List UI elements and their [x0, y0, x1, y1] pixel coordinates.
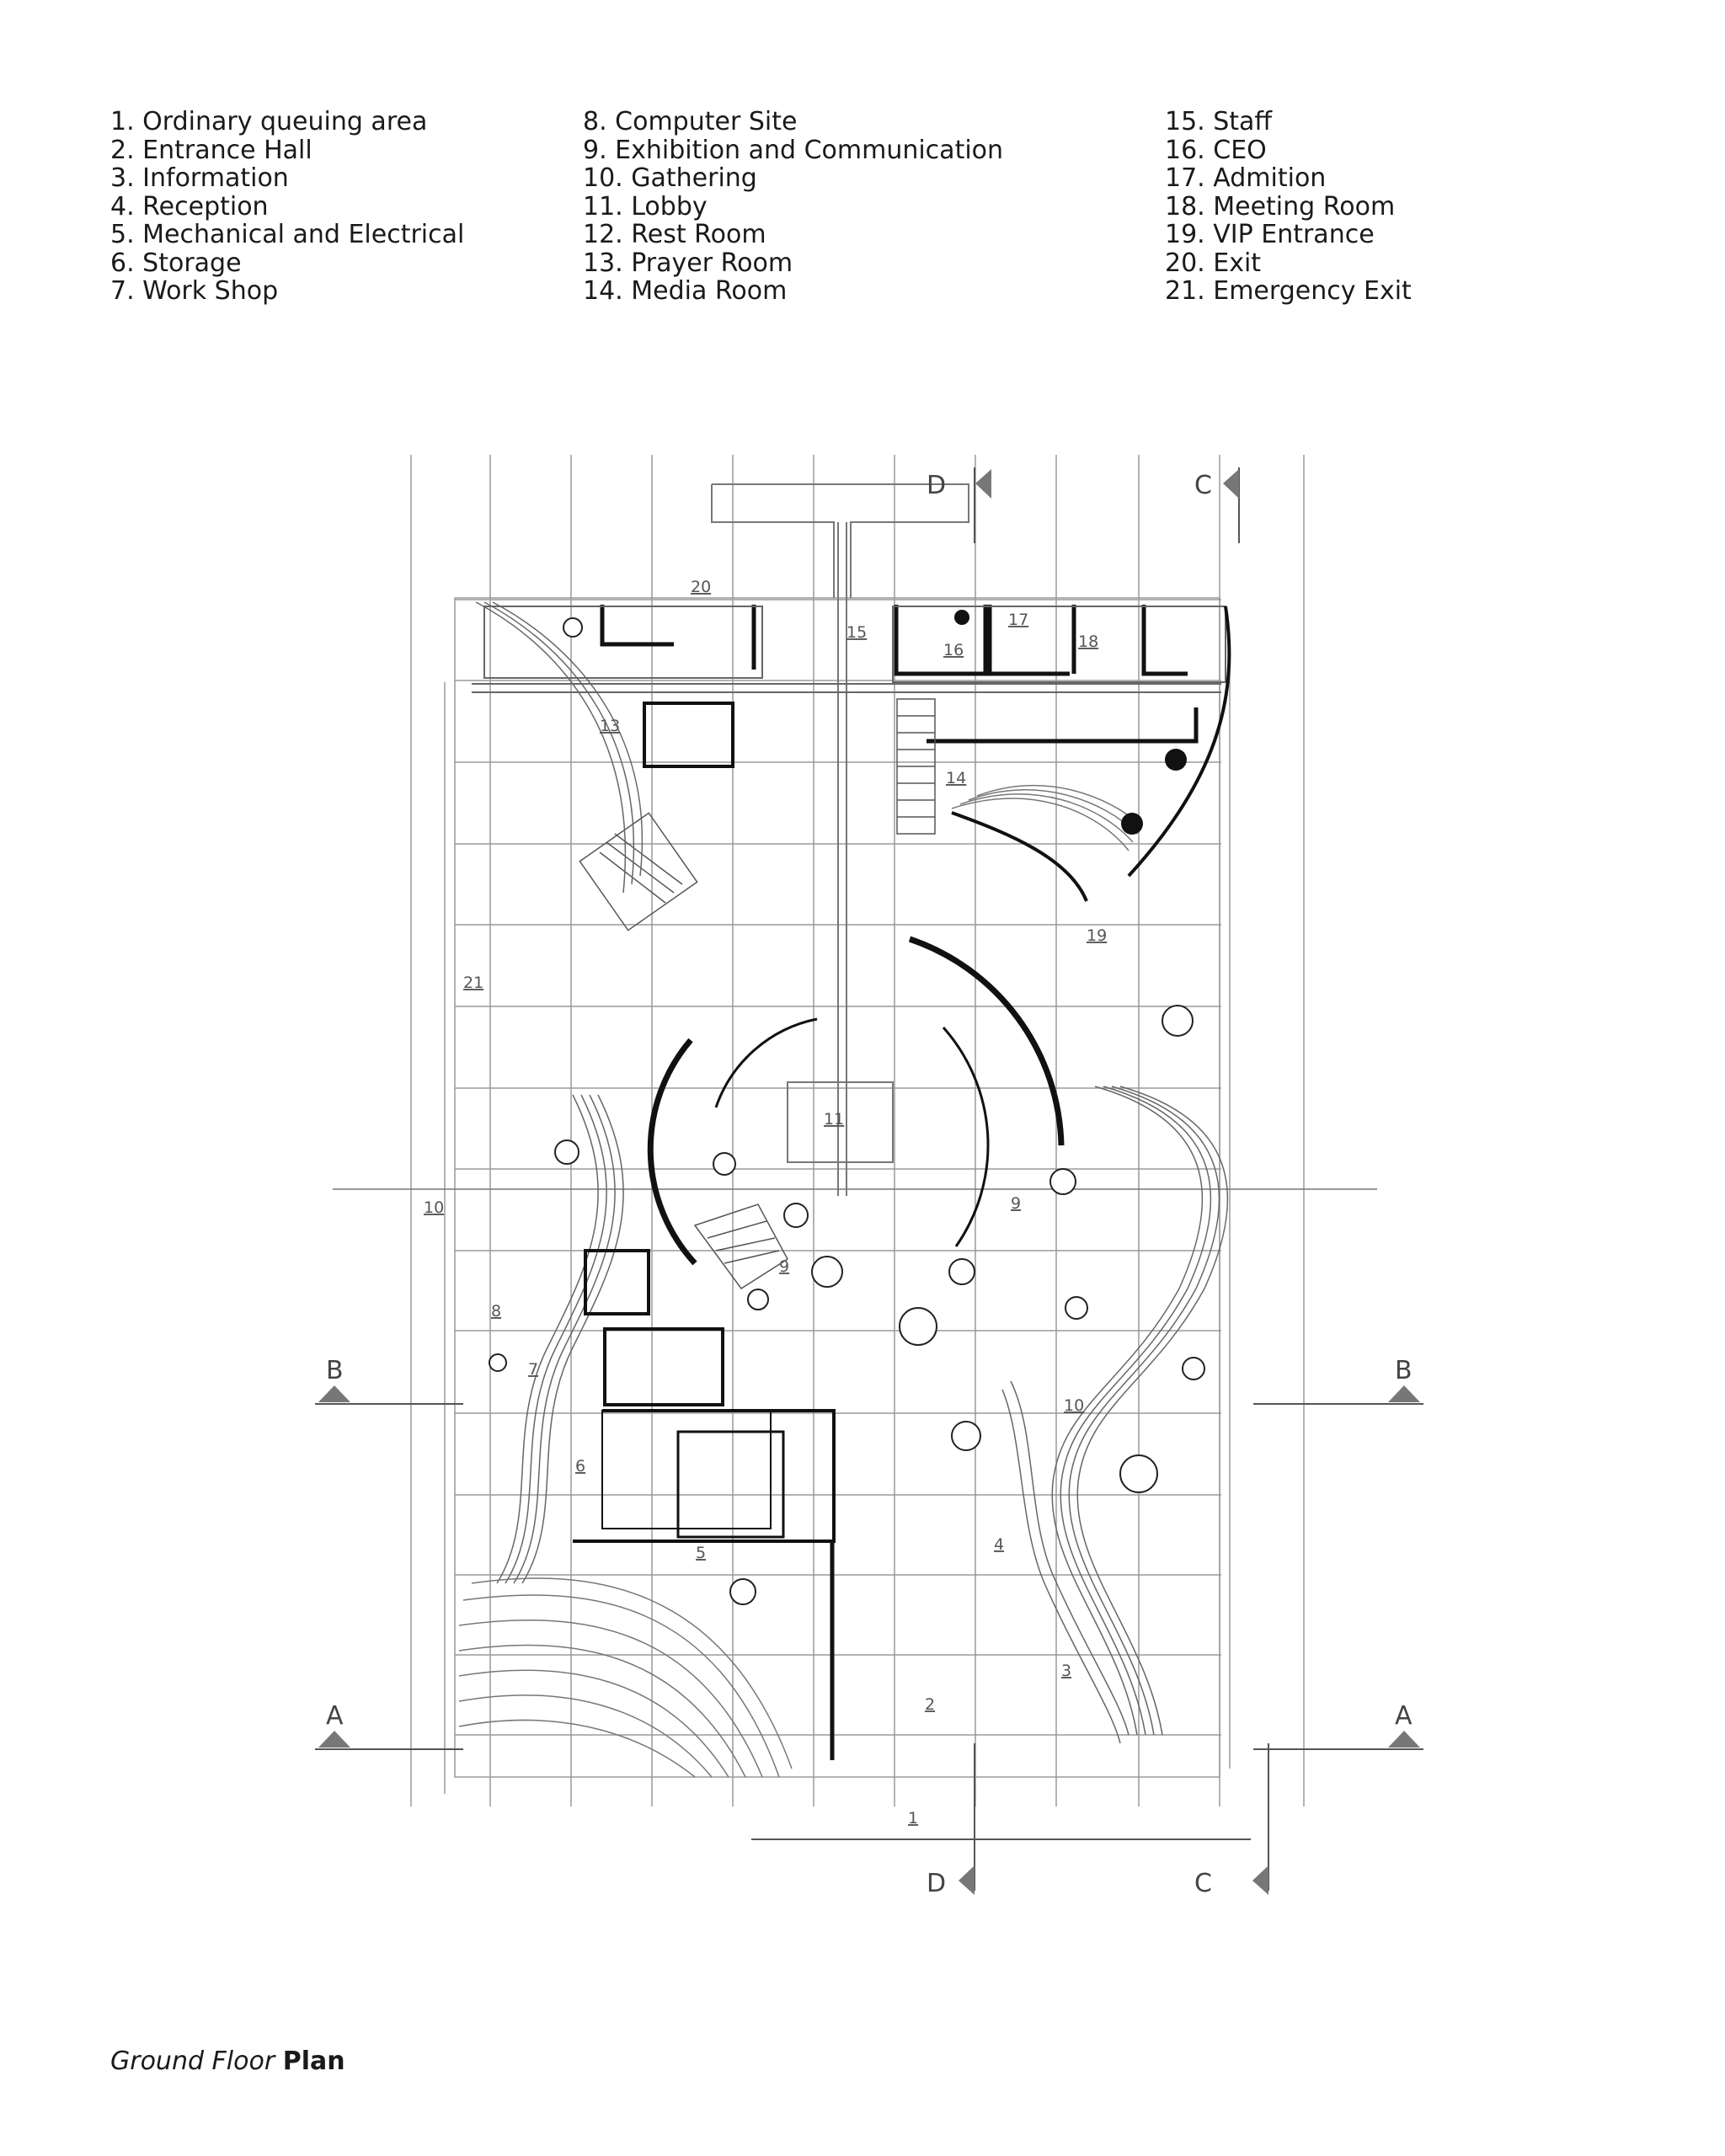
legend-item: 6. Storage	[110, 248, 242, 278]
legend-item: 10. Gathering	[583, 163, 757, 193]
columns	[489, 617, 1205, 1605]
room-number-21: 21	[463, 974, 483, 992]
room-number-5: 5	[696, 1544, 706, 1562]
room-number-20: 20	[691, 578, 711, 596]
section-marker-a-left: A	[326, 1701, 344, 1731]
room-number-18: 18	[1078, 632, 1098, 651]
section-marker-d-top: D	[927, 471, 946, 500]
room-number-10-right: 10	[1064, 1396, 1084, 1415]
room-number-11: 11	[824, 1110, 844, 1129]
room-number-6: 6	[575, 1457, 585, 1476]
curved-facade-top-left	[475, 601, 644, 894]
room-number-16: 16	[943, 641, 964, 659]
curved-facade-left	[496, 1094, 624, 1584]
legend-item: 8. Computer Site	[583, 107, 798, 136]
media-room-seating	[951, 785, 1142, 851]
exit-corridor	[711, 483, 969, 1196]
service-rooms	[573, 1249, 836, 1543]
room-numbers: 20 15 16 17 18 13 14 19 21 11 10 9 9 8 7…	[424, 578, 1107, 1828]
section-marker-b-right: B	[1395, 1356, 1413, 1385]
section-marker-labels: D C B B A A D C	[326, 471, 1413, 1898]
section-marker-c-top: C	[1194, 471, 1212, 500]
lobby-stair	[693, 1203, 788, 1290]
legend-item: 17. Admition	[1165, 163, 1327, 193]
section-marker-b-left: B	[326, 1356, 344, 1385]
room-number-19: 19	[1087, 926, 1107, 945]
entrance-seating	[458, 1541, 835, 1778]
top-rooms-thin	[472, 606, 1226, 693]
plants	[954, 610, 1187, 835]
top-rooms	[600, 605, 1199, 768]
legend-item: 20. Exit	[1165, 248, 1262, 278]
section-marker-d-bottom: D	[927, 1869, 946, 1898]
room-number-15: 15	[846, 623, 867, 642]
room-number-8: 8	[491, 1302, 501, 1321]
legend-item: 18. Meeting Room	[1165, 191, 1396, 221]
section-lines	[315, 467, 1423, 1891]
legend-item: 21. Emergency Exit	[1165, 276, 1412, 306]
room-number-10-left: 10	[424, 1198, 444, 1217]
central-arcs	[647, 936, 1065, 1266]
room-number-14: 14	[946, 769, 966, 787]
room-number-9-left: 9	[779, 1257, 789, 1276]
section-marker-a-right: A	[1395, 1701, 1413, 1731]
legend-column-2: 8. Computer Site 9. Exhibition and Commu…	[583, 108, 1003, 306]
legend-item: 4. Reception	[110, 191, 269, 221]
legend-item: 16. CEO	[1165, 135, 1267, 165]
curved-facade-right	[1001, 1086, 1229, 1744]
legend-item: 13. Prayer Room	[583, 248, 793, 278]
legend-item: 5. Mechanical and Electrical	[110, 220, 465, 249]
stairs	[579, 698, 936, 931]
caption-italic: Ground Floor	[110, 2047, 275, 2076]
legend-item: 15. Staff	[1165, 107, 1273, 136]
structural-grid	[333, 455, 1377, 1806]
room-number-2: 2	[925, 1695, 935, 1714]
curved-facade-top-right	[951, 606, 1231, 902]
legend-item: 14. Media Room	[583, 276, 788, 306]
legend-item: 9. Exhibition and Communication	[583, 135, 1004, 165]
legend-item: 2. Entrance Hall	[110, 135, 312, 165]
caption-bold: Plan	[282, 2047, 345, 2076]
legend-item: 1. Ordinary queuing area	[110, 107, 428, 136]
room-number-17: 17	[1008, 611, 1028, 629]
legend-item: 12. Rest Room	[583, 220, 766, 249]
room-number-4: 4	[994, 1535, 1004, 1554]
plan-caption: Ground Floor Plan	[110, 2047, 345, 2076]
legend-column-1: 1. Ordinary queuing area 2. Entrance Hal…	[110, 108, 464, 306]
section-marker-arrows	[318, 469, 1420, 1895]
room-number-9-right: 9	[1011, 1194, 1021, 1213]
room-number-3: 3	[1061, 1662, 1071, 1680]
legend-item: 19. VIP Entrance	[1165, 220, 1375, 249]
legend-column-3: 15. Staff 16. CEO 17. Admition 18. Meeti…	[1165, 108, 1412, 306]
room-number-13: 13	[600, 717, 620, 735]
room-number-7: 7	[528, 1360, 538, 1379]
room-number-1: 1	[908, 1809, 918, 1828]
legend-item: 3. Information	[110, 163, 289, 193]
section-marker-c-bottom: C	[1194, 1869, 1212, 1898]
legend-item: 7. Work Shop	[110, 276, 279, 306]
legend-item: 11. Lobby	[583, 191, 708, 221]
